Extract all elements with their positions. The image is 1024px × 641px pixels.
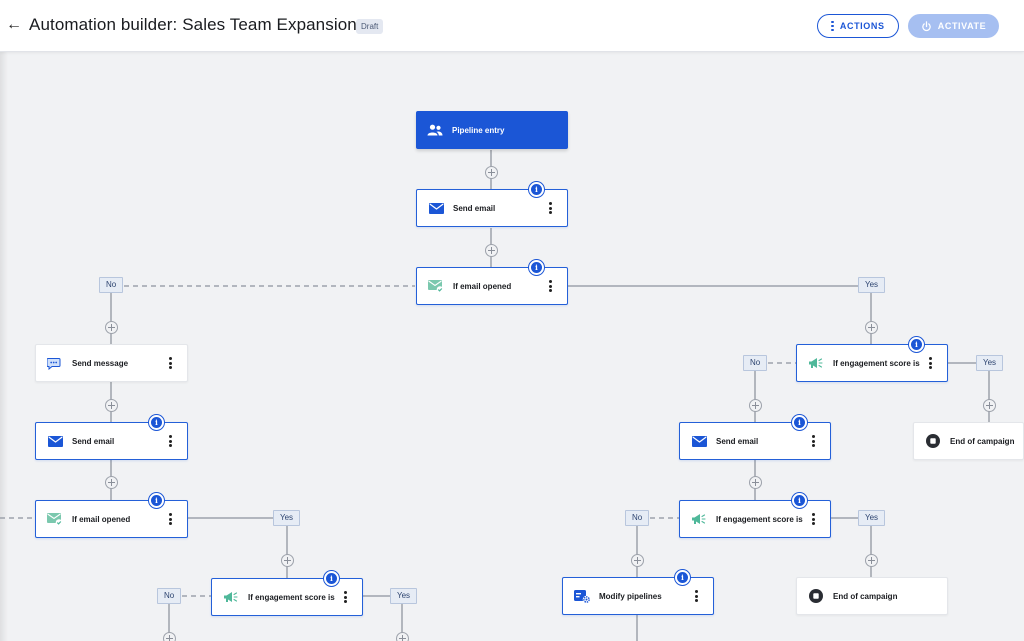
node-label: If email opened — [72, 514, 131, 524]
info-icon[interactable]: i — [909, 337, 924, 352]
status-badge: Draft — [356, 19, 384, 34]
branch-yes-badge[interactable]: Yes — [858, 510, 886, 526]
megaphone-icon — [222, 589, 240, 605]
if-email-opened-node[interactable]: If email opened i — [35, 493, 188, 538]
add-step-button[interactable] — [865, 554, 878, 567]
node-menu-icon[interactable] — [343, 591, 347, 603]
add-step-button[interactable] — [749, 399, 762, 412]
send-email-node[interactable]: Send email i — [679, 415, 831, 460]
info-icon[interactable]: i — [675, 570, 690, 585]
if-engagement-score-node[interactable]: If engagement score is i — [796, 337, 948, 382]
node-menu-icon[interactable] — [694, 590, 698, 602]
node-menu-icon[interactable] — [548, 280, 552, 292]
pipeline-entry-node[interactable]: Pipeline entry — [416, 111, 568, 149]
node-menu-icon[interactable] — [928, 357, 932, 369]
megaphone-icon — [690, 511, 708, 527]
stop-icon — [807, 588, 825, 604]
node-label: Send message — [72, 358, 129, 368]
add-step-button[interactable] — [105, 476, 118, 489]
add-step-button[interactable] — [163, 632, 176, 641]
send-email-node[interactable]: Send email i — [416, 182, 568, 227]
node-label: If engagement score is — [716, 514, 803, 524]
node-label: If engagement score is — [248, 592, 335, 602]
branch-yes-badge[interactable]: Yes — [976, 355, 1004, 371]
add-step-button[interactable] — [485, 166, 498, 179]
add-step-button[interactable] — [631, 554, 644, 567]
node-menu-icon[interactable] — [811, 435, 815, 447]
megaphone-icon — [807, 355, 825, 371]
node-label: End of campaign — [833, 591, 898, 601]
page-title: Automation builder: Sales Team Expansion — [29, 15, 357, 34]
branch-no-badge[interactable]: No — [743, 355, 768, 371]
stop-icon — [924, 433, 942, 449]
node-label: Send email — [453, 203, 496, 213]
envelope-icon — [427, 200, 445, 216]
branch-yes-badge[interactable]: Yes — [273, 510, 301, 526]
node-label: Send email — [716, 436, 759, 446]
actions-button[interactable]: ACTIONS — [817, 14, 899, 38]
node-menu-icon[interactable] — [811, 513, 815, 525]
activate-label: ACTIVATE — [937, 21, 987, 31]
if-email-opened-node[interactable]: If email opened i — [416, 260, 568, 305]
node-label: Pipeline entry — [452, 125, 505, 135]
chat-bubble-icon — [46, 355, 64, 371]
email-check-icon — [46, 511, 64, 527]
power-icon — [921, 20, 931, 31]
pipeline-settings-icon — [573, 588, 591, 604]
branch-no-badge[interactable]: No — [625, 510, 650, 526]
add-step-button[interactable] — [983, 399, 996, 412]
modify-pipelines-node[interactable]: Modify pipelines i — [562, 570, 714, 615]
envelope-icon — [46, 433, 64, 449]
branch-yes-badge[interactable]: Yes — [858, 277, 886, 293]
info-icon[interactable]: i — [792, 415, 807, 430]
node-menu-icon[interactable] — [168, 357, 172, 369]
node-label: If email opened — [453, 281, 512, 291]
send-email-node[interactable]: Send email i — [35, 415, 188, 460]
if-engagement-score-node[interactable]: If engagement score is i — [679, 493, 831, 538]
node-label: End of campaign — [950, 436, 1015, 446]
email-check-icon — [427, 278, 445, 294]
branch-no-badge[interactable]: No — [99, 277, 124, 293]
people-icon — [426, 122, 444, 138]
add-step-button[interactable] — [865, 321, 878, 334]
send-message-node[interactable]: Send message — [35, 344, 188, 382]
info-icon[interactable]: i — [529, 260, 544, 275]
info-icon[interactable]: i — [792, 493, 807, 508]
node-label: Modify pipelines — [599, 591, 662, 601]
info-icon[interactable]: i — [149, 415, 164, 430]
end-of-campaign-node[interactable]: End of campaign — [796, 577, 948, 615]
info-icon[interactable]: i — [324, 571, 339, 586]
add-step-button[interactable] — [485, 244, 498, 257]
activate-button[interactable]: ACTIVATE — [908, 14, 999, 38]
add-step-button[interactable] — [105, 321, 118, 334]
actions-label: ACTIONS — [839, 21, 885, 31]
branch-yes-badge[interactable]: Yes — [390, 588, 418, 604]
if-engagement-score-node[interactable]: If engagement score is i — [211, 571, 363, 616]
node-label: Send email — [72, 436, 115, 446]
add-step-button[interactable] — [105, 399, 118, 412]
end-of-campaign-node[interactable]: End of campaign — [913, 422, 1024, 460]
back-arrow-icon[interactable]: ← — [6, 16, 22, 33]
top-header: ← Automation builder: Sales Team Expansi… — [0, 0, 1024, 52]
add-step-button[interactable] — [281, 554, 294, 567]
kebab-icon — [831, 20, 834, 32]
info-icon[interactable]: i — [529, 182, 544, 197]
workflow-canvas[interactable]: No Yes No Yes Yes No Yes No Yes Pipeline… — [0, 52, 1024, 641]
node-menu-icon[interactable] — [168, 513, 172, 525]
info-icon[interactable]: i — [149, 493, 164, 508]
node-menu-icon[interactable] — [168, 435, 172, 447]
node-menu-icon[interactable] — [548, 202, 552, 214]
node-label: If engagement score is — [833, 358, 920, 368]
envelope-icon — [690, 433, 708, 449]
branch-no-badge[interactable]: No — [157, 588, 182, 604]
add-step-button[interactable] — [749, 476, 762, 489]
add-step-button[interactable] — [396, 632, 409, 641]
